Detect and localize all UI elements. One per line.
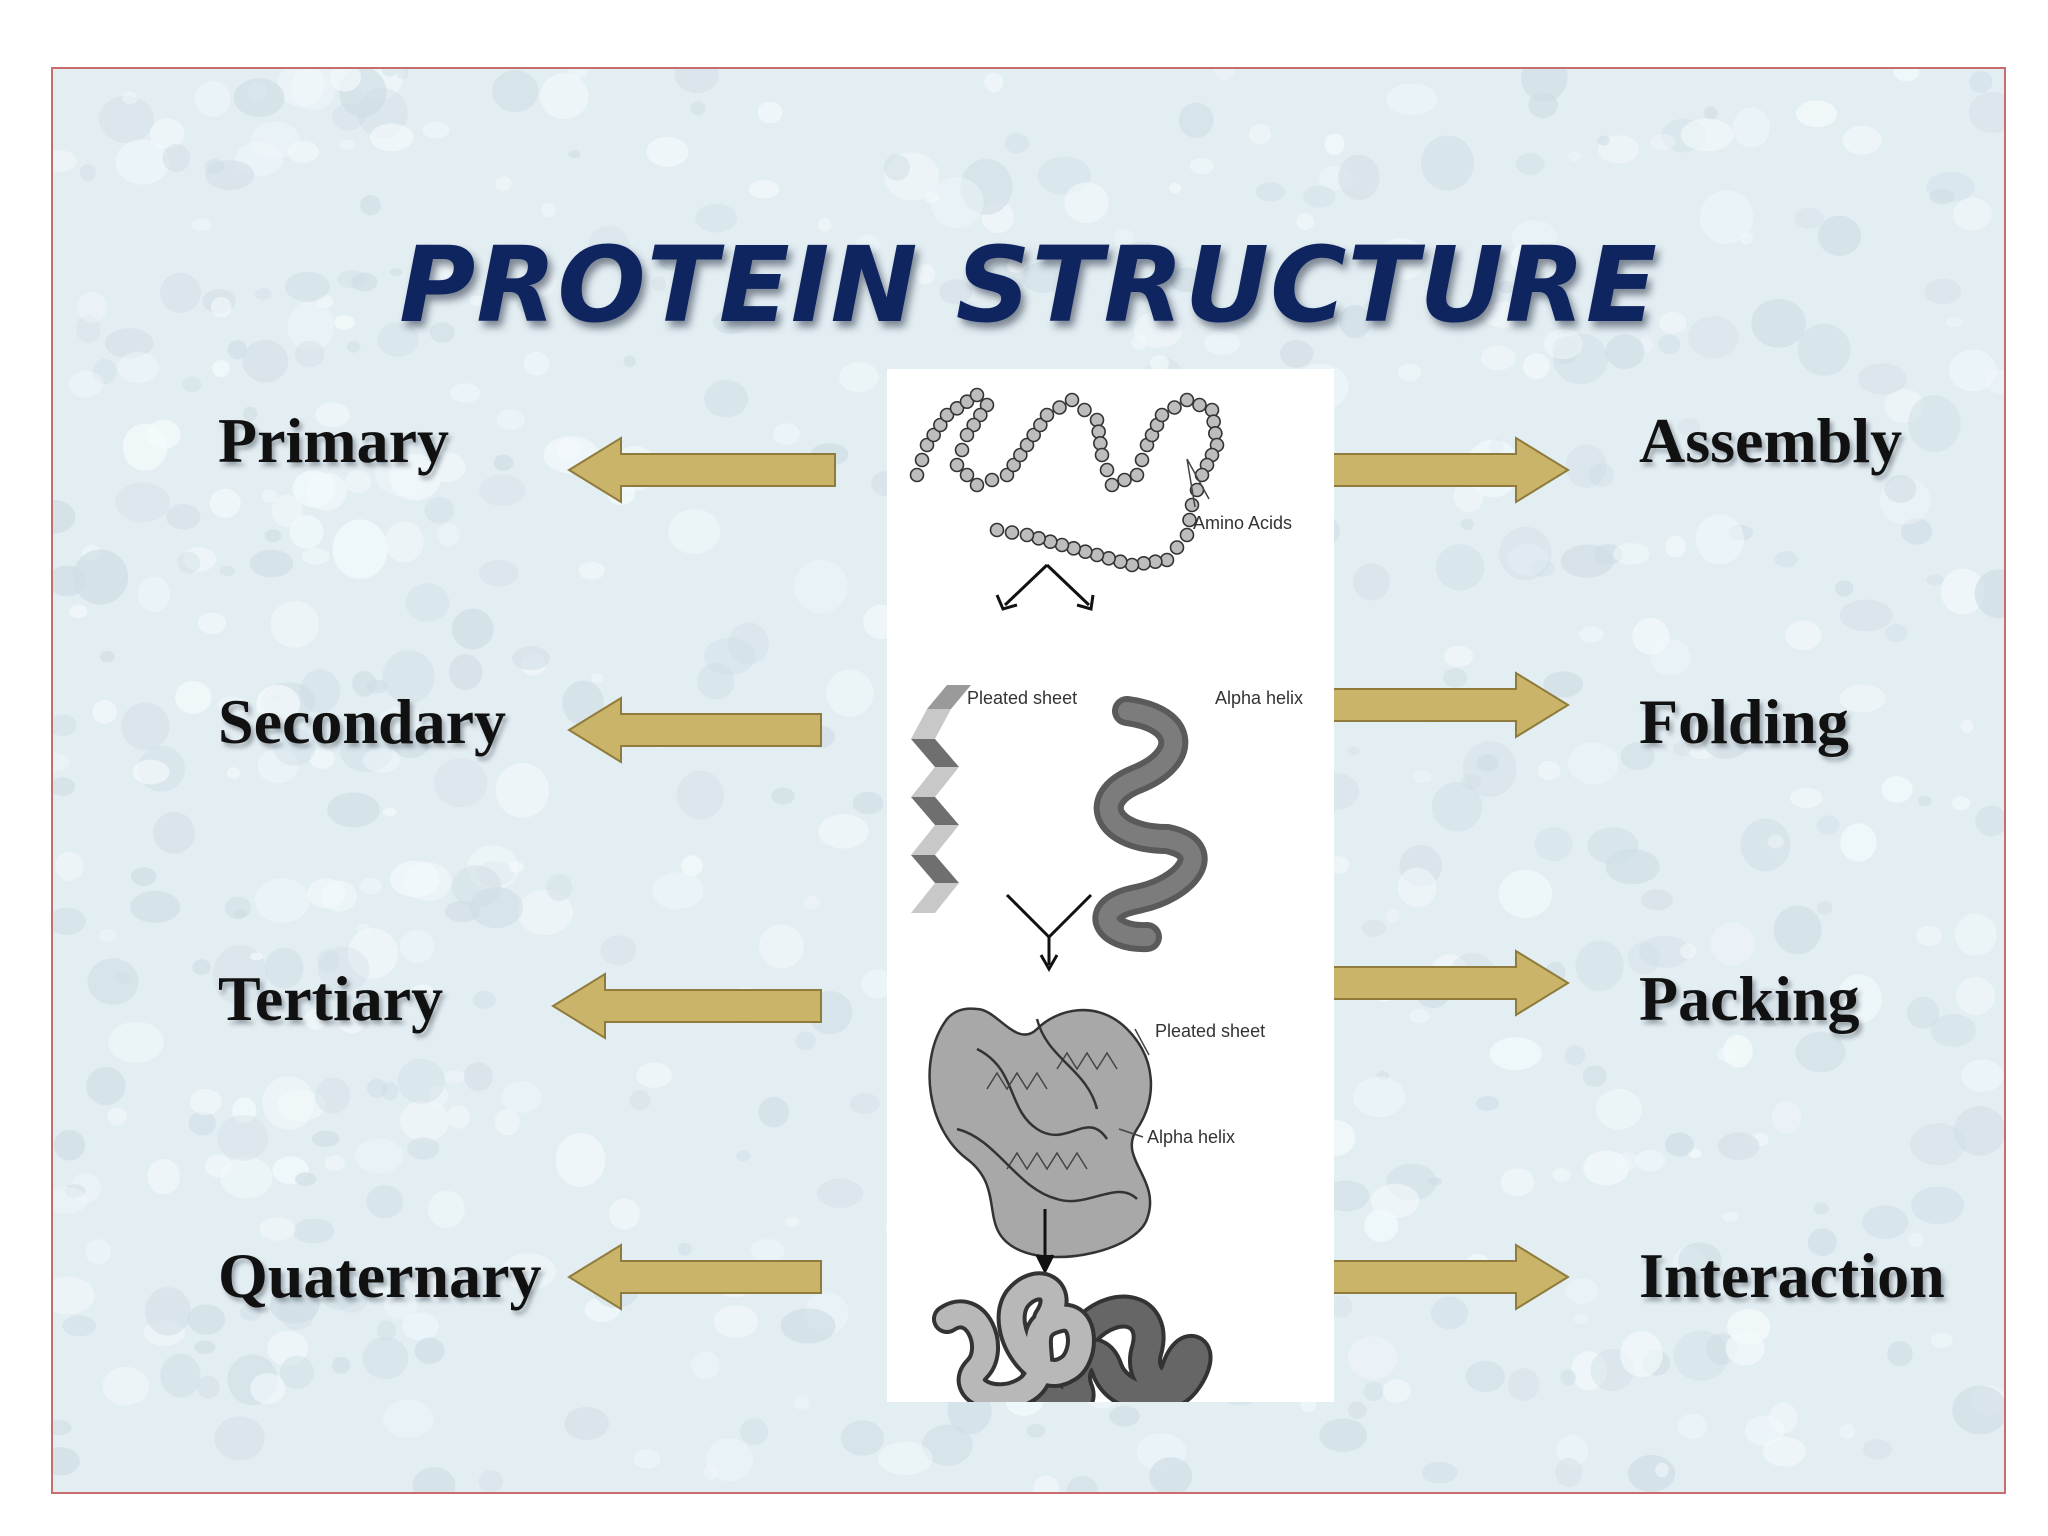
amino-acid-bead [1117,472,1132,488]
amino-acid-bead [1091,424,1106,439]
right-arrow-icon [1321,671,1570,739]
amino-acid-bead [1206,414,1221,429]
amino-acid-bead [999,467,1015,483]
amino-acid-bead [1099,462,1115,478]
amino-acid-bead [1154,407,1170,423]
amino-acid-bead [926,427,941,443]
amino-acid-bead [959,394,975,409]
amino-acid-bead [959,467,975,483]
amino-acid-bead [1026,427,1041,443]
left-arrow-icon [567,436,836,504]
tertiary-fold-icon [928,1007,1153,1259]
branch-arrow-icon [995,563,1095,611]
pleated-sheet-icon [911,685,971,913]
label-assembly: Assembly [1639,405,1903,476]
amino-acid-bead [959,427,975,443]
amino-acid-bead [1208,426,1223,441]
amino-acid-bead [1192,397,1207,413]
slide-title: PROTEIN STRUCTURE [399,224,1658,346]
amino-acid-bead [973,407,988,423]
pleated-sheet-label: Pleated sheet [967,688,1077,708]
amino-acid-bead [1167,400,1182,415]
amino-acid-bead [979,397,995,413]
amino-acid-bead [969,477,985,493]
right-arrow-icon [1321,949,1570,1017]
amino-acid-bead [954,442,970,458]
amino-acid-bead [984,472,1000,488]
amino-acid-bead [969,387,985,403]
label-packing: Packing [1639,963,1860,1034]
amino-acid-bead [914,452,930,468]
amino-acid-bead [1184,497,1200,513]
alpha-helix-label: Alpha helix [1215,688,1303,708]
pleated-sheet-tertiary-label: Pleated sheet [1155,1021,1265,1041]
alpha-helix-tertiary-label: Alpha helix [1147,1127,1235,1147]
amino-acid-bead [1169,540,1185,555]
label-interaction: Interaction [1639,1240,1945,1311]
amino-acid-bead [1019,437,1035,453]
amino-acid-bead [1019,527,1035,543]
amino-acid-bead [1004,525,1020,540]
left-arrow-icon [567,696,822,764]
amino-acid-bead [1094,447,1110,463]
amino-acid-bead [1052,400,1067,415]
amino-acid-bead [1179,392,1195,408]
right-arrow-icon [1305,436,1570,504]
amino-acid-bead [1093,436,1108,451]
amino-acid-bead [1136,556,1151,571]
amino-acid-bead [1159,552,1175,568]
label-primary: Primary [218,405,449,476]
amino-acid-bead [909,467,925,483]
down-arrow-icon [1035,1209,1055,1275]
amino-acid-bead [1077,402,1092,418]
label-quaternary: Quaternary [218,1240,542,1311]
amino-acids-label: Amino Acids [1193,513,1292,533]
merge-arrow-icon [1005,893,1093,973]
amino-acid-bead [939,407,955,423]
amino-acid-bead [1129,467,1145,483]
left-arrow-icon [567,1243,822,1311]
amino-acid-bead [1182,512,1197,528]
slide-frame: PROTEIN STRUCTURE Primary Secondary Tert… [51,67,2006,1494]
alpha-helix-icon [1092,696,1208,953]
amino-acid-bead [1134,452,1150,468]
amino-acid-bead [933,417,948,433]
amino-acid-bead [1179,527,1195,543]
amino-acid-bead [1064,392,1080,408]
amino-acid-bead [1033,417,1048,433]
right-arrow-icon [1321,1243,1570,1311]
label-secondary: Secondary [218,686,506,757]
amino-acid-bead [949,457,965,473]
amino-acid-bead [1089,412,1105,428]
amino-acid-bead [1148,554,1163,569]
label-tertiary: Tertiary [218,963,444,1034]
amino-acid-bead [966,417,981,433]
amino-acid-bead [1006,457,1021,473]
amino-acid-bead [919,437,935,453]
amino-acid-bead [1039,407,1055,423]
quaternary-complex-icon [932,1271,1213,1402]
amino-acid-bead [1204,402,1220,418]
left-arrow-icon [551,972,822,1040]
amino-acid-bead [949,401,965,416]
label-folding: Folding [1639,686,1849,757]
amino-acid-bead [989,522,1005,538]
amino-acid-bead [1013,447,1028,463]
protein-structure-figure: Amino Acids Pleated sheet [887,369,1334,1402]
amino-acid-bead [1104,477,1120,493]
amino-acid-chain-figure [909,387,1225,573]
